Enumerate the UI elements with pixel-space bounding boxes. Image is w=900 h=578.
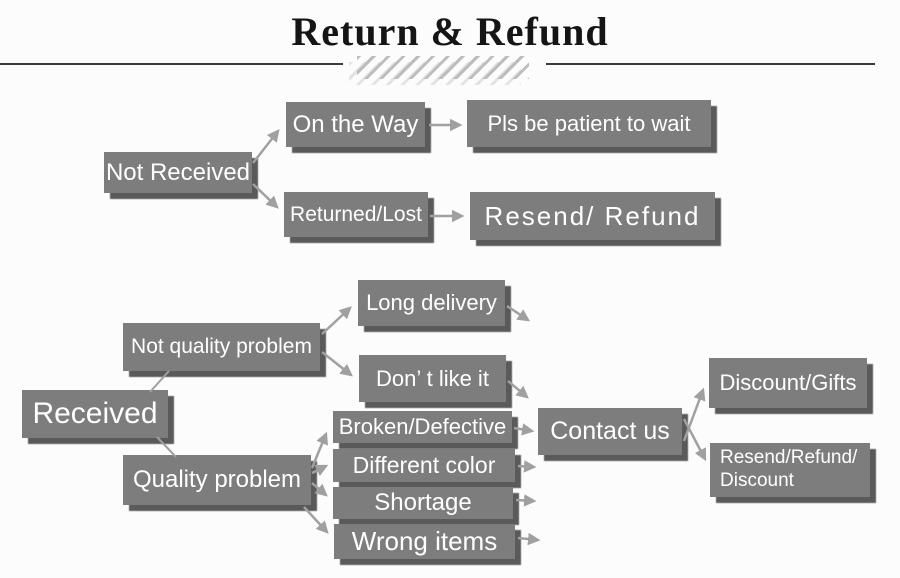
node-dont-like-it: Don’ t like it xyxy=(359,355,506,402)
arrow-dont-like-it-to-contact-us xyxy=(507,380,529,399)
node-not-quality-problem: Not quality problem xyxy=(123,323,320,371)
node-on-the-way: On the Way xyxy=(286,102,425,147)
node-quality-problem: Quality problem xyxy=(123,455,311,505)
node-pls-be-patient-to-wait: Pls be patient to wait xyxy=(467,100,711,147)
line-received-to-not-quality-problem xyxy=(149,370,170,393)
header-rule-left xyxy=(0,63,343,65)
node-different-color: Different color xyxy=(333,449,515,482)
arrow-not-quality-to-dont-like-it xyxy=(321,351,353,377)
arrow-not-quality-to-long-delivery xyxy=(321,306,352,335)
arrow-quality-to-broken-defective xyxy=(310,431,328,469)
arrow-quality-to-different-color xyxy=(311,464,329,477)
node-contact-us: Contact us xyxy=(538,408,682,455)
node-discount-gifts: Discount/Gifts xyxy=(709,358,867,408)
node-not-received: Not Received xyxy=(104,152,252,193)
node-resend-refund: Resend/ Refund xyxy=(470,192,715,240)
page-title: Return & Refund xyxy=(291,9,609,54)
arrow-quality-to-wrong-items xyxy=(303,506,329,534)
node-returned-lost: Returned/Lost xyxy=(284,192,428,237)
arrow-broken-defective-to-contact-us xyxy=(513,423,535,436)
arrow-quality-to-shortage xyxy=(311,482,328,497)
arrow-shortage-out xyxy=(515,494,537,507)
arrow-long-delivery-out xyxy=(506,304,531,322)
arrow-wrong-items-out xyxy=(517,532,541,546)
node-long-delivery: Long delivery xyxy=(358,280,505,326)
node-shortage: Shortage xyxy=(333,487,513,519)
header-hatch-stripes xyxy=(357,56,529,79)
header-rule-right xyxy=(546,63,875,65)
node-received: Received xyxy=(22,390,168,438)
arrow-not-received-to-returned-lost xyxy=(252,183,279,209)
arrow-different-color-out xyxy=(517,460,537,473)
arrow-contact-us-to-discount-gifts xyxy=(682,387,706,442)
node-broken-defective: Broken/Defective xyxy=(333,411,512,443)
arrow-contact-us-to-resend-refund-discount xyxy=(682,418,707,462)
line-received-to-quality-problem xyxy=(156,436,177,458)
node-resend-refund-discount: Resend/Refund/ Discount xyxy=(710,443,870,497)
node-wrong-items: Wrong items xyxy=(334,524,515,559)
arrow-not-received-to-on-the-way xyxy=(252,129,280,164)
